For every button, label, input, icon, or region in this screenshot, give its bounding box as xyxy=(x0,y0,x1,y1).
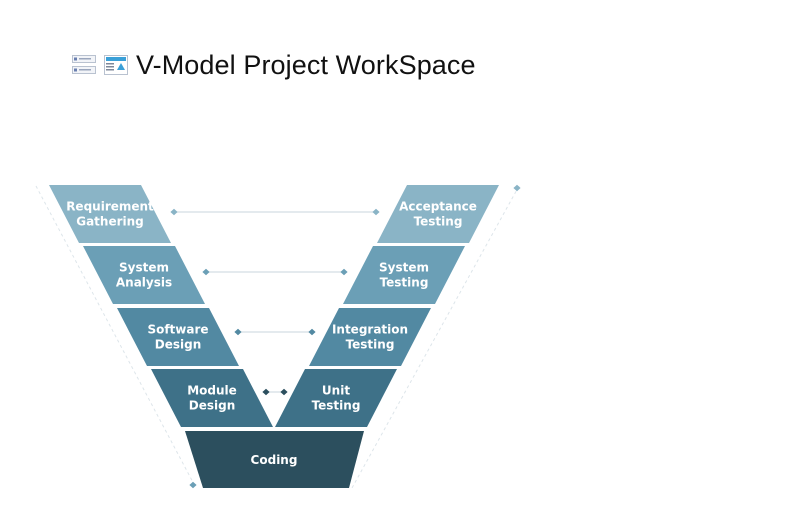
connector-1-left-marker xyxy=(170,208,178,216)
right-stage-1-label-line-2: Testing xyxy=(414,215,463,229)
connector-2-left-marker xyxy=(202,268,210,276)
right-stage-3-label-line-1: Integration xyxy=(332,323,408,337)
connector-3-left-marker xyxy=(234,328,242,336)
right-stage-2-label-line-2: Testing xyxy=(380,276,429,290)
page-header: V-Model Project WorkSpace xyxy=(72,48,476,82)
left-stage-2-label-line-1: System xyxy=(119,261,169,275)
bottom-stage[interactable] xyxy=(185,431,364,488)
left-stage-3[interactable] xyxy=(117,308,239,366)
connector-4-right-marker xyxy=(280,388,288,396)
outline-thumbnail-icon[interactable] xyxy=(72,55,96,75)
left-stage-1-label-line-1: Requirement xyxy=(66,200,154,214)
left-stage-1-label-line-2: Gathering xyxy=(76,215,144,229)
connector-2-right-marker xyxy=(340,268,348,276)
left-stage-4-label-line-2: Design xyxy=(189,399,236,413)
right-stage-4-label-line-2: Testing xyxy=(312,399,361,413)
left-stage-4-label-line-1: Module xyxy=(187,384,237,398)
left-stage-3-label-line-1: Software xyxy=(147,323,208,337)
right-stage-3-label-line-2: Testing xyxy=(346,338,395,352)
right-stage-3[interactable] xyxy=(309,308,431,366)
right-stage-1[interactable] xyxy=(377,185,499,243)
workspace-card-icon[interactable] xyxy=(104,55,128,75)
right-stage-2-label-line-1: System xyxy=(379,261,429,275)
left-stage-2-label-line-2: Analysis xyxy=(116,276,172,290)
left-guide-end-marker xyxy=(189,481,197,489)
bottom-stage-label-line-1: Coding xyxy=(251,453,298,467)
page-title: V-Model Project WorkSpace xyxy=(136,49,476,80)
left-stage-2[interactable] xyxy=(83,246,205,304)
right-stage-2[interactable] xyxy=(343,246,465,304)
connector-3-right-marker xyxy=(308,328,316,336)
right-guide-end-marker xyxy=(513,184,521,192)
left-stage-4[interactable] xyxy=(151,369,273,427)
right-stage-4-label-line-1: Unit xyxy=(322,384,350,398)
left-guide-line xyxy=(35,185,197,489)
right-stage-4[interactable] xyxy=(275,369,397,427)
left-stage-3-label-line-2: Design xyxy=(155,338,202,352)
left-stage-1[interactable] xyxy=(49,185,171,243)
connector-1-right-marker xyxy=(372,208,380,216)
connector-4-left-marker xyxy=(262,388,270,396)
right-stage-1-label-line-1: Acceptance xyxy=(399,200,477,214)
